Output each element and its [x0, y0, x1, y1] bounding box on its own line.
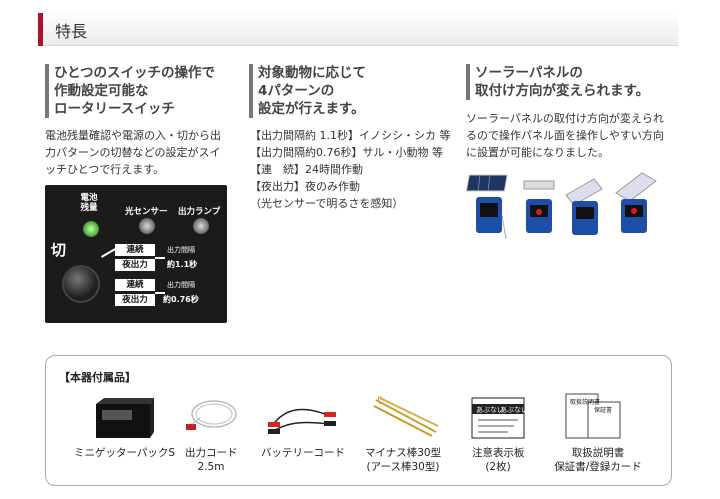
header-accent-bar: [38, 13, 43, 46]
control-panel-image: 電池残量 切 光センサー 出力ランプ 連続 夜出力 出力間隔 約1.1秒 連続 …: [45, 185, 227, 323]
sensor-label: 光センサー: [125, 207, 168, 217]
off-label: 切: [51, 241, 67, 259]
battery-pack-image: [96, 398, 154, 438]
manual-documents-image: 取扱説明書 保証書: [565, 393, 621, 439]
pointer-line: [155, 292, 165, 294]
battery-cord-image: [268, 408, 336, 434]
accessories-title: 【本器付属品】: [59, 371, 136, 384]
battery-led-icon: [83, 221, 99, 237]
interval-label: 出力間隔: [167, 246, 195, 254]
light-sensor-icon: [139, 218, 155, 234]
feature-3-heading: ソーラーパネルの 取付け方向が変えられます。: [466, 64, 649, 100]
section-header: 特長: [38, 10, 678, 46]
feature-1-text: 電池残量確認や電源の入・切から出 力パターンの切替などの設定がスイ ッチひとつで…: [45, 129, 221, 176]
sign-text: あぶない: [476, 406, 504, 414]
output-lamp-icon: [193, 218, 209, 234]
accessory-label: 取扱説明書 保証書/登録カード: [554, 447, 642, 473]
accessory-label: バッテリーコード: [261, 447, 345, 459]
mode-label: 連続: [115, 279, 155, 291]
device-illustration: [466, 174, 508, 240]
feature-3-text: ソーラーパネルの取付け方向が変えられ るので操作パネル面を操作しやすい方向 に設…: [466, 112, 664, 159]
accessories-box: [45, 355, 672, 486]
rotary-switch-knob: [62, 265, 100, 303]
feature-1-heading: ひとつのスイッチの操作で 作動設定可能な ロータリースイッチ: [45, 64, 215, 118]
doc-label: 取扱説明書: [570, 398, 600, 406]
mode-label: 夜出力: [115, 259, 155, 271]
feature-2-heading: 対象動物に応じて 4パターンの 設定が行えます。: [249, 64, 366, 118]
accessory-label: マイナス棒30型 (アース棒30型): [364, 447, 442, 473]
interval-value: 約1.1秒: [167, 260, 198, 269]
warning-sign-image: あぶない あぶない: [471, 397, 528, 439]
interval-value: 約0.76秒: [163, 295, 199, 304]
output-cord-image: [186, 400, 237, 430]
feature-2-text: 【出力間隔約 1.1秒】イノシシ・シカ 等 【出力間隔約0.76秒】サル・小動物…: [250, 129, 451, 210]
accessory-label: ミニゲッターパックS: [73, 447, 176, 459]
battery-label: 電池残量: [80, 193, 98, 213]
solar-panel-devices-image: [466, 172, 657, 240]
accessory-label: 注意表示板 (2枚): [472, 447, 525, 473]
pointer-line: [155, 257, 165, 259]
accessory-label: 出力コード 2.5m: [185, 447, 238, 473]
mode-label: 夜出力: [115, 294, 155, 306]
doc-label: 保証書: [594, 406, 612, 414]
sign-text: あぶない: [500, 406, 528, 414]
earth-rods-image: [373, 396, 439, 437]
interval-label: 出力間隔: [167, 281, 195, 289]
mode-label: 連続: [115, 244, 155, 256]
section-title: 特長: [55, 22, 88, 41]
lamp-label: 出力ランプ: [178, 207, 221, 217]
